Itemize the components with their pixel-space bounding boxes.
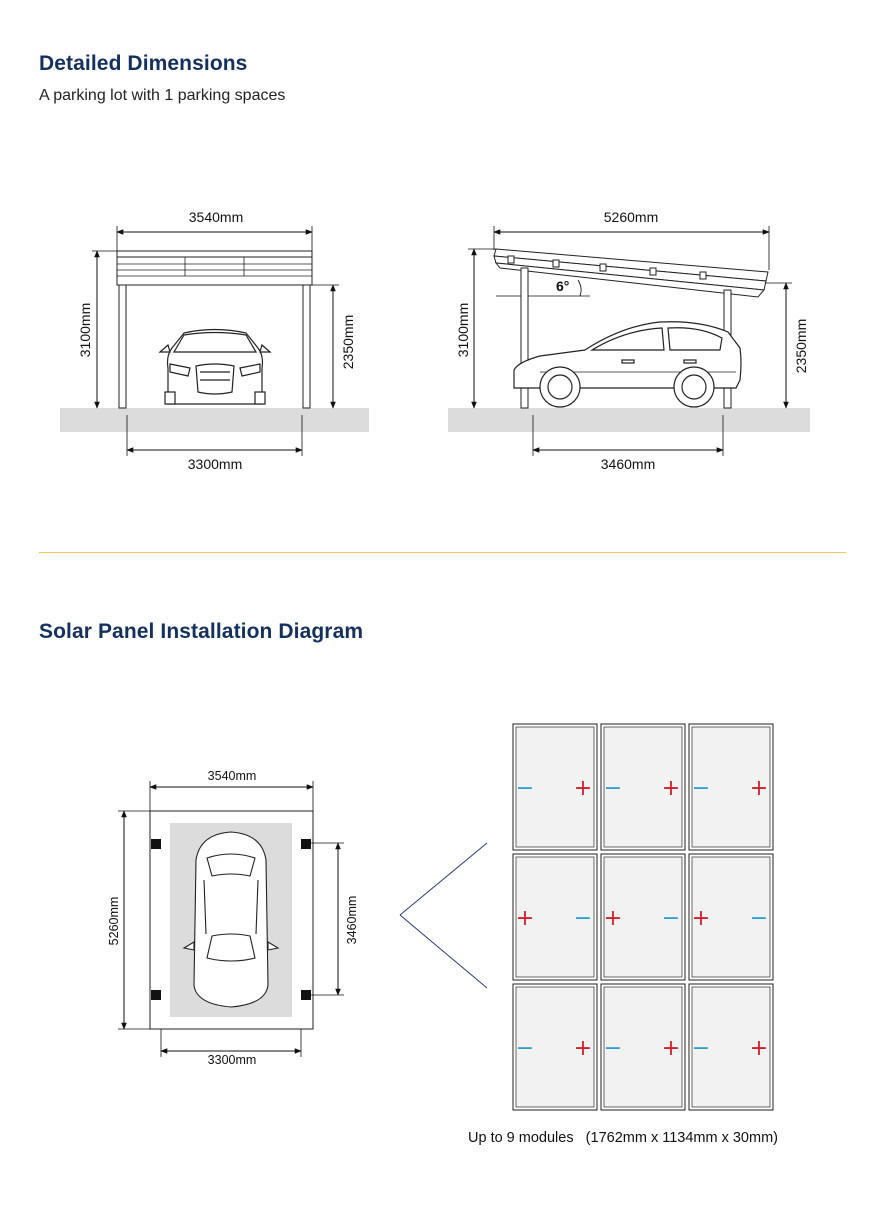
minus-terminal-icon: −	[516, 1036, 534, 1061]
plan-length-label: 5260mm	[107, 897, 121, 946]
plus-terminal-icon: +	[574, 1036, 592, 1061]
side-clear-label: 2350mm	[793, 319, 809, 373]
minus-terminal-icon: −	[604, 1036, 622, 1061]
plus-terminal-icon: +	[516, 906, 534, 931]
solar-module: −+	[600, 983, 686, 1111]
minus-terminal-icon: −	[516, 776, 534, 801]
plus-terminal-icon: +	[662, 776, 680, 801]
side-ground	[448, 408, 810, 432]
plus-terminal-icon: +	[750, 776, 768, 801]
front-height-label: 3100mm	[77, 303, 93, 357]
plan-post	[301, 839, 311, 849]
plan-width-label: 3540mm	[208, 769, 257, 783]
plus-terminal-icon: +	[750, 1036, 768, 1061]
section-title-installation: Solar Panel Installation Diagram	[39, 620, 364, 643]
side-height-label: 3100mm	[455, 303, 471, 357]
minus-terminal-icon: −	[662, 906, 680, 931]
plus-terminal-icon: +	[604, 906, 622, 931]
side-span-label: 3460mm	[601, 456, 655, 472]
solar-module: −+	[600, 723, 686, 851]
plan-post	[301, 990, 311, 1000]
minus-terminal-icon: −	[692, 1036, 710, 1061]
solar-module: +−	[512, 853, 598, 981]
front-span-label: 3300mm	[188, 456, 242, 472]
plus-terminal-icon: +	[574, 776, 592, 801]
front-width-label: 3540mm	[189, 209, 243, 225]
minus-terminal-icon: −	[750, 906, 768, 931]
connector-lines	[399, 842, 488, 989]
solar-module: −+	[688, 983, 774, 1111]
solar-module: +−	[688, 853, 774, 981]
front-view: 3540mm 3100mm 2350mm 3300mm	[60, 209, 369, 472]
solar-module: −+	[512, 723, 598, 851]
plus-terminal-icon: +	[662, 1036, 680, 1061]
minus-terminal-icon: −	[604, 776, 622, 801]
solar-module: −+	[512, 983, 598, 1111]
side-length-label: 5260mm	[604, 209, 658, 225]
section-title-dimensions: Detailed Dimensions	[39, 52, 248, 75]
solar-module: +−	[600, 853, 686, 981]
plan-post	[151, 839, 161, 849]
plan-span-width-label: 3300mm	[208, 1053, 257, 1067]
minus-terminal-icon: −	[692, 776, 710, 801]
front-post-right	[302, 284, 311, 409]
front-car-icon	[158, 328, 272, 405]
plan-post	[151, 990, 161, 1000]
section-divider	[39, 552, 846, 553]
plus-terminal-icon: +	[692, 906, 710, 931]
plan-car-icon	[182, 831, 280, 1008]
front-roof	[116, 250, 313, 258]
tilt-angle-label: 6°	[556, 278, 569, 294]
minus-terminal-icon: −	[574, 906, 592, 931]
solar-module: −+	[688, 723, 774, 851]
front-post-left	[118, 284, 127, 409]
plan-view: 3540mm 5260mm 3460mm 3300mm	[107, 769, 359, 1067]
modules-caption: Up to 9 modules (1762mm x 1134mm x 30mm)	[468, 1130, 778, 1146]
side-car-icon	[513, 321, 742, 408]
section-subtitle: A parking lot with 1 parking spaces	[39, 87, 286, 104]
front-clear-label: 2350mm	[340, 315, 356, 369]
side-roof	[493, 248, 769, 298]
plan-span-length-label: 3460mm	[345, 896, 359, 945]
side-post-left	[520, 267, 529, 409]
side-view: 6° 5260mm 3100mm 2350mm 3460m	[448, 209, 810, 472]
front-ground	[60, 408, 369, 432]
solar-module-grid: −+−+−++−+−+−−+−+−+	[512, 723, 774, 1111]
